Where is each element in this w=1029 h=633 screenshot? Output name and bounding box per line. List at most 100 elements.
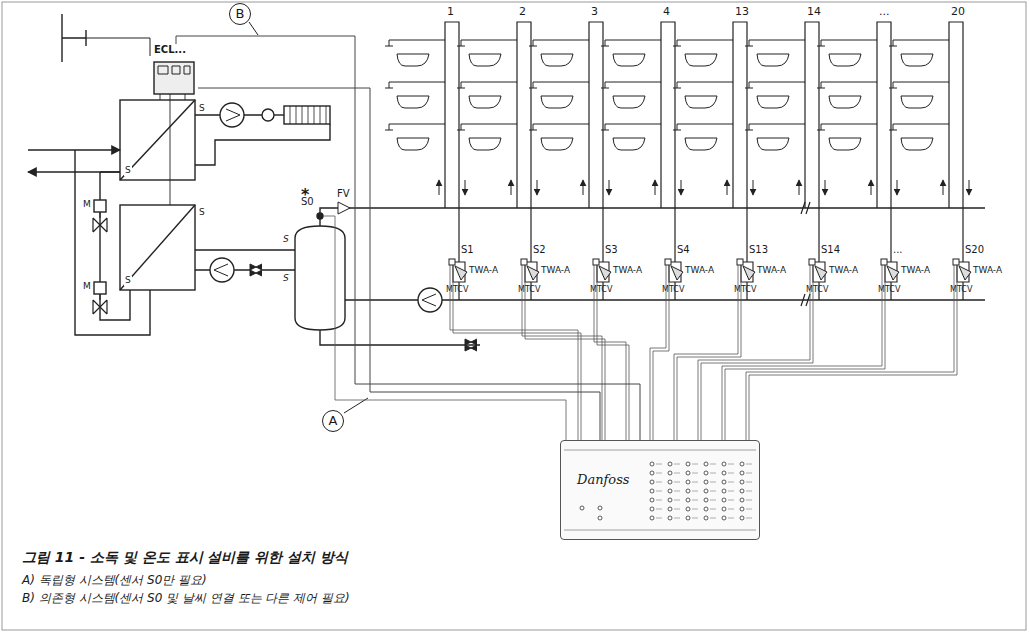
caption-note: S (283, 235, 289, 245)
valve-name: MTCV (446, 286, 468, 295)
tap-symbol (457, 124, 517, 130)
drawing-stroke (93, 218, 107, 232)
drawing-stroke (75, 150, 150, 335)
drawing-stroke (465, 339, 477, 351)
sensor-wire (746, 265, 954, 440)
led-dot (740, 516, 744, 520)
tap-symbol (529, 40, 589, 46)
led-dot (668, 516, 672, 520)
led-dot (722, 462, 726, 466)
led-dot (650, 480, 654, 484)
led-dot (650, 498, 654, 502)
bathtub-symbol (685, 138, 717, 150)
led-dot (740, 480, 744, 484)
flow-arrow (465, 180, 466, 195)
led-dot (704, 498, 708, 502)
controller-ecl: ECL... (150, 44, 198, 98)
tap-symbol (385, 82, 445, 88)
sensor-name: S2 (533, 244, 546, 255)
part-label: S (198, 104, 206, 114)
drawing-stroke (158, 66, 190, 74)
drawing-stroke (249, 22, 258, 35)
riser-pipe (805, 22, 819, 262)
drawing-stroke (210, 258, 234, 282)
sensor-name: S3 (605, 244, 618, 255)
node-label: ECL... (154, 44, 198, 55)
drawing-stroke (160, 94, 185, 205)
flow-arrow (753, 180, 754, 195)
sensor-name: S13 (749, 244, 768, 255)
flow-arrow (897, 180, 898, 195)
part-label: M (82, 200, 92, 210)
led-tick (656, 482, 662, 483)
valve-name: MTCV (518, 286, 540, 295)
sensor-head (593, 259, 599, 265)
drawing-stroke (94, 282, 106, 294)
led-tick (674, 473, 680, 474)
led-dot (704, 516, 708, 520)
led-tick (710, 509, 716, 510)
led-dot (580, 506, 584, 510)
riser-pipe (949, 22, 963, 262)
riser-number: 1 (447, 6, 454, 18)
led-tick (656, 518, 662, 519)
valve-name: TWA-A (757, 266, 786, 276)
led-tick (746, 482, 752, 483)
sensor-name: S20 (965, 244, 984, 255)
bathtub-symbol (829, 96, 861, 108)
monitor-unit: Danfoss (560, 440, 760, 540)
led-tick (674, 491, 680, 492)
tap-symbol (601, 124, 661, 130)
led-dot (722, 489, 726, 493)
tap-symbol (601, 40, 661, 46)
drawing-stroke (100, 212, 101, 300)
led-tick (746, 473, 752, 474)
led-tick (728, 491, 734, 492)
drawing-stroke (120, 100, 195, 180)
drawing-stroke (317, 213, 323, 219)
bathtub-symbol (613, 54, 645, 66)
bathtub-symbol (901, 96, 933, 108)
sensor-head (449, 259, 455, 265)
drawing-stroke (100, 171, 120, 172)
led-dot (598, 516, 602, 520)
led-tick (710, 500, 716, 501)
led-tick (710, 464, 716, 465)
tap-symbol (673, 124, 733, 130)
tap-symbol (529, 82, 589, 88)
led-tick (656, 464, 662, 465)
led-dot (686, 498, 690, 502)
drawing-stroke (93, 300, 107, 314)
riser-number: 14 (807, 6, 821, 18)
bathtub-symbol (685, 54, 717, 66)
riser-pipe (517, 22, 531, 262)
led-dot (650, 507, 654, 511)
flow-arrow (969, 180, 970, 195)
riser-number: 4 (663, 6, 670, 18)
led-tick (710, 482, 716, 483)
sensor-wire (698, 265, 810, 440)
drawing-stroke (323, 22, 971, 440)
led-dot (722, 471, 726, 475)
led-dot (704, 507, 708, 511)
valve-name: TWA-A (469, 266, 498, 276)
led-dot (650, 489, 654, 493)
led-dot (686, 480, 690, 484)
callout-circle: B (229, 3, 251, 25)
tap-symbol (889, 40, 949, 46)
tap-symbol (817, 82, 877, 88)
flow-arrow (943, 180, 944, 195)
sensor-head (521, 259, 527, 265)
sensor-head (809, 259, 815, 265)
bathtub-symbol (613, 138, 645, 150)
valve-name: MTCV (734, 286, 756, 295)
led-tick (674, 518, 680, 519)
led-tick (692, 518, 698, 519)
led-dot (686, 462, 690, 466)
tap-symbol (457, 82, 517, 88)
led-dot (668, 480, 672, 484)
tap-symbol (457, 40, 517, 46)
